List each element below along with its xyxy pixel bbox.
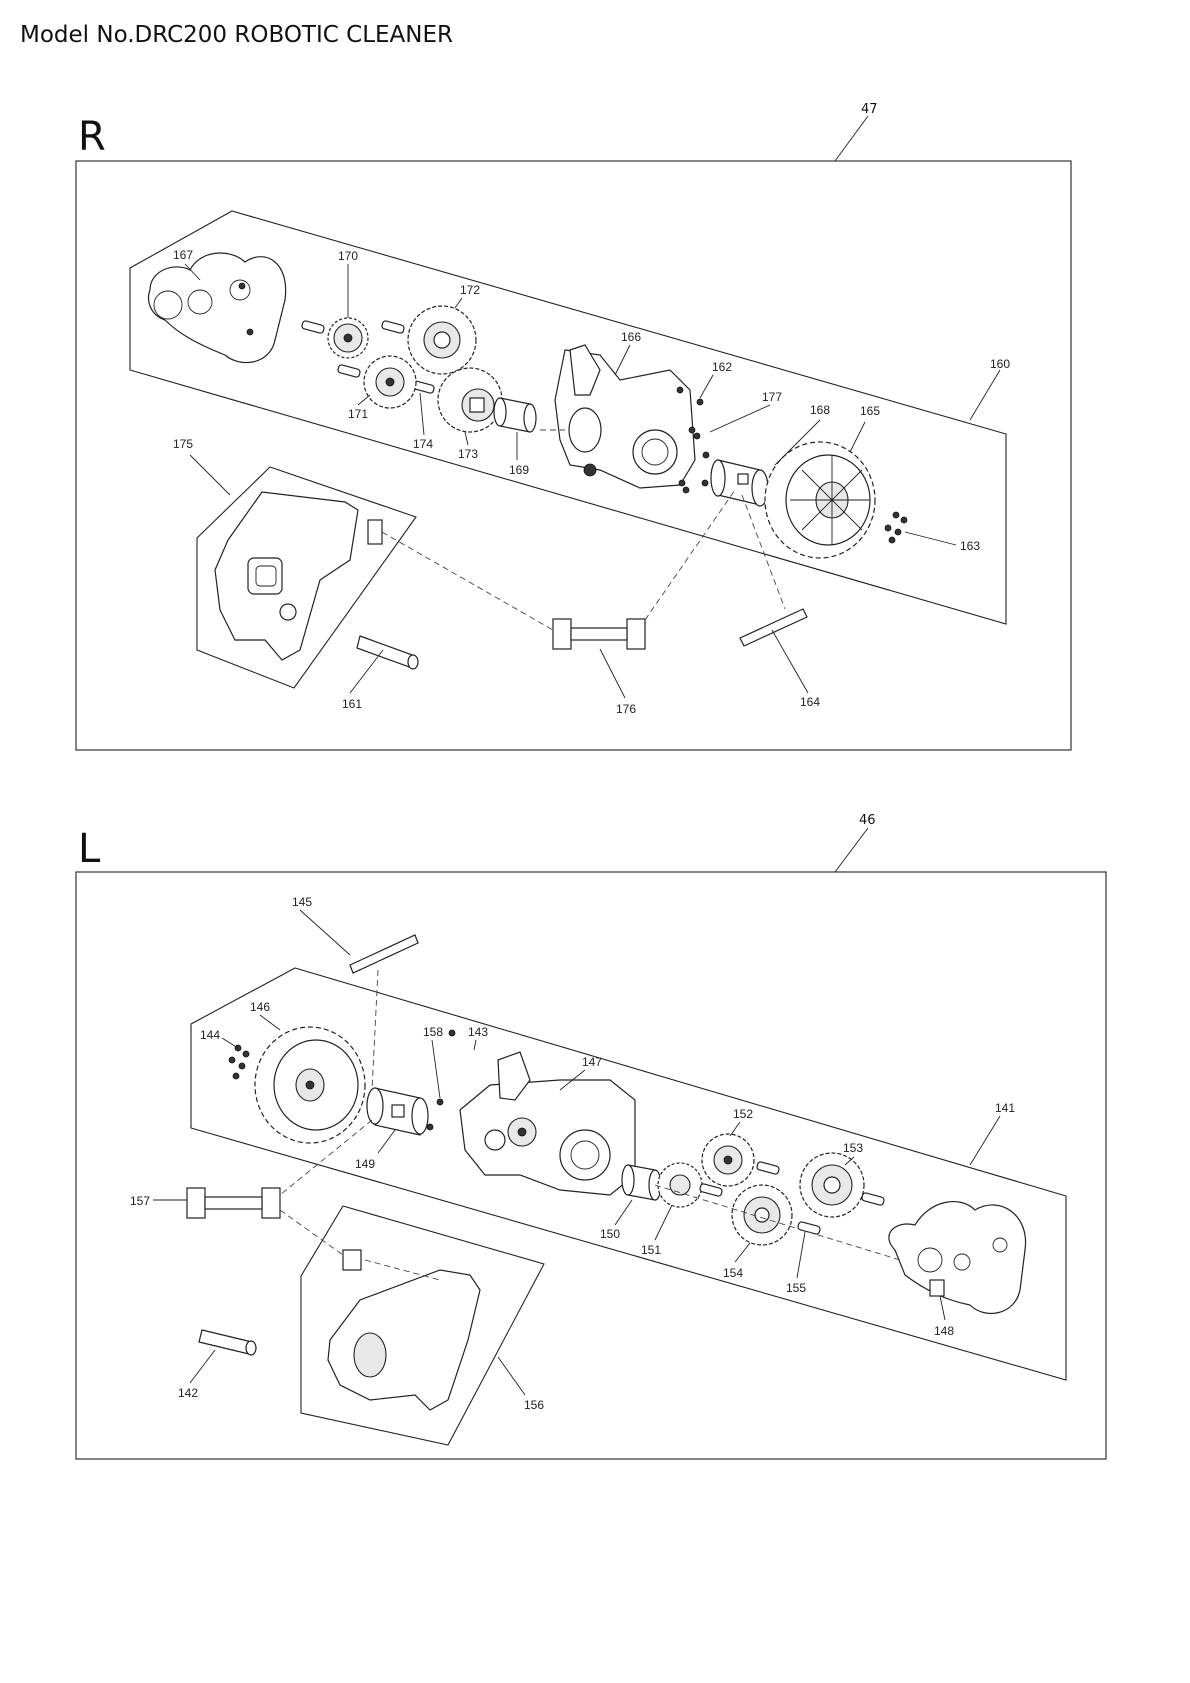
part-166-gearbox (554, 344, 696, 489)
part-176-axle (552, 618, 646, 650)
part-147-gearbox (459, 1051, 636, 1196)
part-152-gear (701, 1133, 755, 1187)
part-161-pin (356, 635, 419, 670)
callout-177: 177 (762, 390, 782, 404)
section-r: R 47 (75, 102, 1072, 751)
callout-147: 147 (582, 1055, 602, 1069)
section-l: L 46 (75, 813, 1107, 1460)
part-167-gear-cover (147, 252, 287, 364)
callout-157: 157 (130, 1194, 150, 1208)
part-173-gear (437, 367, 503, 433)
part-151-gear (657, 1162, 703, 1208)
part-150-bushing (621, 1164, 662, 1201)
part-153-gear (799, 1152, 865, 1218)
part-156-side-cover (327, 1249, 481, 1411)
callout-175: 175 (173, 437, 193, 451)
part-170-gear (327, 317, 369, 359)
assembly-number-l: 46 (859, 813, 876, 828)
callout-144: 144 (200, 1028, 220, 1042)
callout-142: 142 (178, 1386, 198, 1400)
callout-145: 145 (292, 895, 312, 909)
callout-172: 172 (460, 283, 480, 297)
part-169-bushing (493, 397, 537, 433)
callout-171: 171 (348, 407, 368, 421)
callout-170: 170 (338, 249, 358, 263)
page-title: Model No.DRC200 ROBOTIC CLEANER (20, 22, 453, 48)
callout-146: 146 (250, 1000, 270, 1014)
callout-150: 150 (600, 1227, 620, 1241)
callout-167: 167 (173, 248, 193, 262)
section-letter-r: R (78, 114, 106, 160)
part-164-plate (739, 608, 808, 647)
section-frame-r (75, 160, 1072, 751)
part-171-gear (363, 355, 417, 409)
part-168-motor (710, 459, 769, 507)
callout-162: 162 (712, 360, 732, 374)
part-148-gear-cover (888, 1201, 1027, 1314)
callout-154: 154 (723, 1266, 743, 1280)
part-165-wheel (764, 441, 876, 559)
callout-156: 156 (524, 1398, 544, 1412)
callout-166: 166 (621, 330, 641, 344)
callout-153: 153 (843, 1141, 863, 1155)
part-145-plate (349, 934, 419, 974)
screws-162-177 (678, 398, 710, 494)
callout-141: 141 (995, 1101, 1015, 1115)
part-157-axle (186, 1187, 281, 1219)
section-letter-l: L (78, 826, 101, 872)
callout-152: 152 (733, 1107, 753, 1121)
callout-176: 176 (616, 702, 636, 716)
screws-144 (228, 1044, 250, 1080)
part-172-gear (407, 305, 477, 375)
callout-151: 151 (641, 1243, 661, 1257)
section-frame-l (75, 871, 1107, 1460)
callout-143: 143 (468, 1025, 488, 1039)
callout-149: 149 (355, 1157, 375, 1171)
callout-160: 160 (990, 357, 1010, 371)
callout-148: 148 (934, 1324, 954, 1338)
callout-155: 155 (786, 1281, 806, 1295)
part-175-side-cover (214, 491, 383, 661)
callout-164: 164 (800, 695, 820, 709)
callout-161: 161 (342, 697, 362, 711)
callout-158: 158 (423, 1025, 443, 1039)
part-142-pin (198, 1329, 257, 1356)
part-146-wheel (254, 1026, 366, 1144)
callout-169: 169 (509, 463, 529, 477)
callout-168: 168 (810, 403, 830, 417)
callout-173: 173 (458, 447, 478, 461)
callout-163: 163 (960, 539, 980, 553)
screws-163 (884, 511, 908, 544)
part-154-gear (731, 1184, 793, 1246)
callout-174: 174 (413, 437, 433, 451)
callout-165: 165 (860, 404, 880, 418)
part-149-motor (366, 1087, 429, 1136)
assembly-number-r: 47 (861, 102, 878, 117)
